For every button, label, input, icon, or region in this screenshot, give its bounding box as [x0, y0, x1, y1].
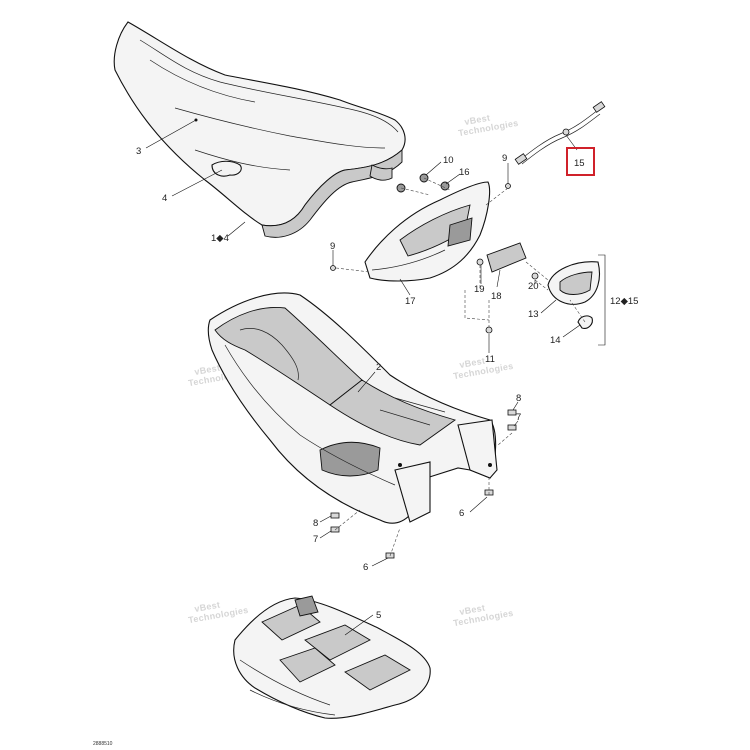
svg-text:vBest: vBest — [459, 603, 486, 617]
callout-15: 15 — [574, 158, 585, 169]
callout-20: 20 — [528, 281, 539, 292]
screw-19 — [476, 258, 484, 266]
callout-10: 10 — [443, 155, 454, 166]
svg-text:vBest: vBest — [194, 363, 221, 377]
callout-5: 5 — [376, 610, 381, 621]
callout-9-top: 9 — [502, 153, 507, 164]
svg-text:vBest: vBest — [194, 600, 221, 614]
callout-16: 16 — [459, 167, 470, 178]
callout-7-right: 7 — [516, 412, 521, 423]
mount-bolts — [330, 409, 517, 559]
callout-12-15: 12◆15 — [610, 296, 638, 307]
storage-bin-assembly — [207, 292, 517, 559]
screw-9b — [330, 265, 336, 271]
callout-9-left: 9 — [330, 241, 335, 252]
callout-labels: 3 4 1◆4 2 5 10 16 9 9 17 19 18 20 13 14 … — [136, 146, 638, 621]
callout-19: 19 — [474, 284, 485, 295]
svg-text:vBest: vBest — [459, 356, 486, 370]
callout-11: 11 — [485, 354, 495, 365]
light-bulb — [577, 315, 593, 329]
watermark-4: vBest Technologies — [452, 356, 514, 382]
seat-cushion — [113, 21, 406, 227]
watermark-5: vBest Technologies — [187, 600, 249, 626]
callout-13: 13 — [528, 309, 539, 320]
seat-base — [261, 149, 403, 238]
callout-8-right: 8 — [516, 393, 521, 404]
callout-4: 4 — [162, 193, 167, 204]
callout-1-4: 1◆4 — [211, 233, 229, 244]
highlight-box-15 — [566, 147, 595, 176]
seat-assembly — [113, 21, 406, 238]
screw-11 — [485, 326, 493, 334]
seat-decal — [211, 160, 242, 177]
callout-18: 18 — [491, 291, 502, 302]
fuel-tank — [233, 595, 431, 719]
callout-6-right: 6 — [459, 508, 464, 519]
callout-7-left: 7 — [313, 534, 318, 545]
screw-9a — [505, 183, 511, 189]
callout-2: 2 — [376, 362, 381, 373]
callout-3: 3 — [136, 146, 141, 157]
plate-bracket — [486, 242, 527, 273]
callout-8-left: 8 — [313, 518, 318, 529]
figure-code: 2888510 — [93, 741, 113, 747]
wiring-harness — [514, 101, 606, 165]
nut-16b — [440, 181, 450, 191]
svg-text:vBest: vBest — [464, 113, 491, 127]
callout-14: 14 — [550, 335, 561, 346]
watermark-2: vBest Technologies — [457, 113, 519, 139]
callout-17: 17 — [405, 296, 416, 307]
callout-6-left: 6 — [363, 562, 368, 573]
screw-20 — [531, 272, 539, 280]
leader-lines — [145, 119, 581, 636]
watermark-6: vBest Technologies — [452, 603, 514, 629]
rear-light-assembly — [330, 101, 606, 346]
